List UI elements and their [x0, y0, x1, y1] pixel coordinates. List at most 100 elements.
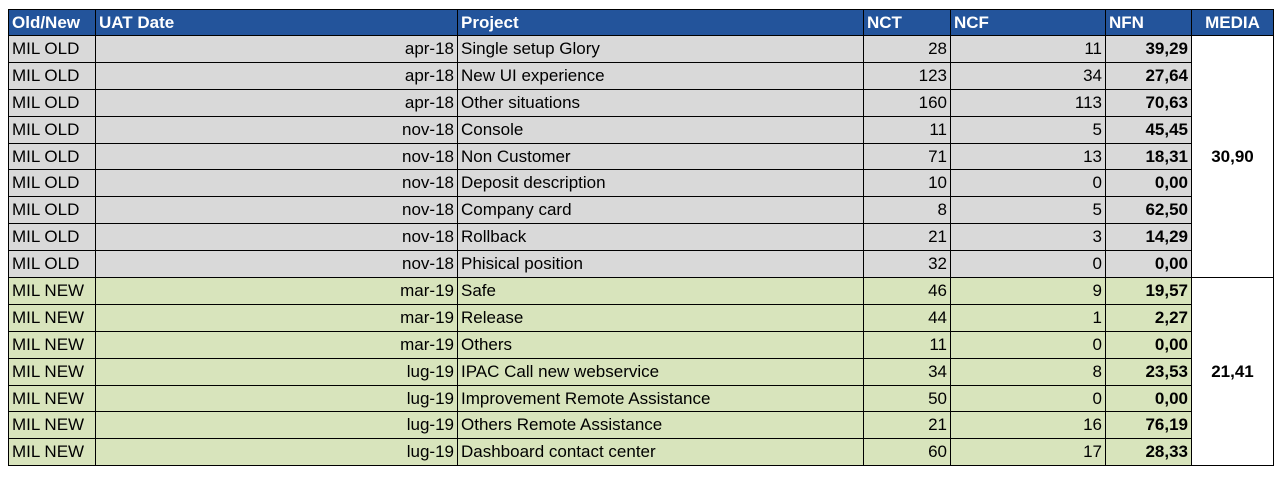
cell-ncf: 17	[950, 438, 1106, 467]
cell-project: Non Customer	[457, 142, 864, 171]
cell-ncf: 5	[950, 115, 1106, 144]
cell-nct: 11	[863, 115, 951, 144]
cell-nct: 21	[863, 411, 951, 440]
cell-nfn: 28,33	[1105, 438, 1192, 467]
cell-nct: 60	[863, 438, 951, 467]
cell-nfn: 23,53	[1105, 357, 1192, 386]
cell-project: Others	[457, 330, 864, 359]
cell-nfn: 0,00	[1105, 169, 1192, 198]
cell-project: IPAC Call new webservice	[457, 357, 864, 386]
cell-ncf: 0	[950, 169, 1106, 198]
cell-old-new: MIL OLD	[8, 61, 96, 90]
cell-project: Phisical position	[457, 250, 864, 279]
cell-uat-date: lug-19	[95, 384, 458, 413]
cell-project: Release	[457, 303, 864, 332]
cell-ncf: 13	[950, 142, 1106, 171]
cell-old-new: MIL NEW	[8, 411, 96, 440]
cell-project: Single setup Glory	[457, 35, 864, 63]
cell-project: Other situations	[457, 88, 864, 117]
cell-uat-date: nov-18	[95, 223, 458, 252]
header-old-new: Old/New	[8, 9, 96, 36]
header-row: Old/New UAT Date Project NCT NCF NFN MED…	[8, 9, 1274, 36]
cell-nct: 8	[863, 196, 951, 225]
cell-nct: 50	[863, 384, 951, 413]
cell-old-new: MIL OLD	[8, 250, 96, 279]
cell-ncf: 5	[950, 196, 1106, 225]
cell-old-new: MIL OLD	[8, 115, 96, 144]
cell-project: Rollback	[457, 223, 864, 252]
cell-old-new: MIL OLD	[8, 223, 96, 252]
cell-ncf: 0	[950, 384, 1106, 413]
cell-nct: 10	[863, 169, 951, 198]
cell-old-new: MIL OLD	[8, 169, 96, 198]
cell-ncf: 1	[950, 303, 1106, 332]
cell-uat-date: lug-19	[95, 438, 458, 467]
cell-nct: 34	[863, 357, 951, 386]
cell-old-new: MIL NEW	[8, 438, 96, 467]
cell-uat-date: nov-18	[95, 196, 458, 225]
cell-uat-date: nov-18	[95, 250, 458, 279]
cell-ncf: 11	[950, 35, 1106, 63]
header-nfn: NFN	[1105, 9, 1192, 36]
header-ncf: NCF	[950, 9, 1106, 36]
cell-project: Others Remote Assistance	[457, 411, 864, 440]
cell-old-new: MIL OLD	[8, 35, 96, 63]
cell-nfn: 27,64	[1105, 61, 1192, 90]
cell-nct: 21	[863, 223, 951, 252]
cell-nct: 11	[863, 330, 951, 359]
cell-nfn: 39,29	[1105, 35, 1192, 63]
cell-nfn: 14,29	[1105, 223, 1192, 252]
header-media: MEDIA	[1191, 9, 1274, 36]
cell-ncf: 8	[950, 357, 1106, 386]
cell-ncf: 9	[950, 277, 1106, 305]
cell-project: Safe	[457, 277, 864, 305]
cell-uat-date: apr-18	[95, 61, 458, 90]
cell-old-new: MIL OLD	[8, 142, 96, 171]
cell-nfn: 62,50	[1105, 196, 1192, 225]
cell-nct: 160	[863, 88, 951, 117]
cell-nct: 123	[863, 61, 951, 90]
cell-old-new: MIL NEW	[8, 277, 96, 305]
cell-uat-date: lug-19	[95, 411, 458, 440]
cell-old-new: MIL OLD	[8, 196, 96, 225]
cell-old-new: MIL NEW	[8, 303, 96, 332]
cell-ncf: 16	[950, 411, 1106, 440]
cell-project: Console	[457, 115, 864, 144]
uat-table: Old/New UAT Date Project NCT NCF NFN MED…	[8, 9, 1274, 467]
cell-ncf: 113	[950, 88, 1106, 117]
cell-nct: 32	[863, 250, 951, 279]
cell-uat-date: nov-18	[95, 169, 458, 198]
cell-project: Deposit description	[457, 169, 864, 198]
cell-uat-date: nov-18	[95, 142, 458, 171]
cell-ncf: 34	[950, 61, 1106, 90]
header-uat-date: UAT Date	[95, 9, 458, 36]
cell-nfn: 0,00	[1105, 250, 1192, 279]
cell-nct: 28	[863, 35, 951, 63]
cell-nfn: 45,45	[1105, 115, 1192, 144]
cell-nfn: 76,19	[1105, 411, 1192, 440]
header-project: Project	[457, 9, 864, 36]
cell-nfn: 70,63	[1105, 88, 1192, 117]
cell-old-new: MIL NEW	[8, 330, 96, 359]
cell-old-new: MIL OLD	[8, 88, 96, 117]
cell-uat-date: mar-19	[95, 330, 458, 359]
cell-ncf: 3	[950, 223, 1106, 252]
cell-uat-date: lug-19	[95, 357, 458, 386]
cell-nfn: 18,31	[1105, 142, 1192, 171]
header-nct: NCT	[863, 9, 951, 36]
cell-uat-date: apr-18	[95, 88, 458, 117]
cell-old-new: MIL NEW	[8, 384, 96, 413]
